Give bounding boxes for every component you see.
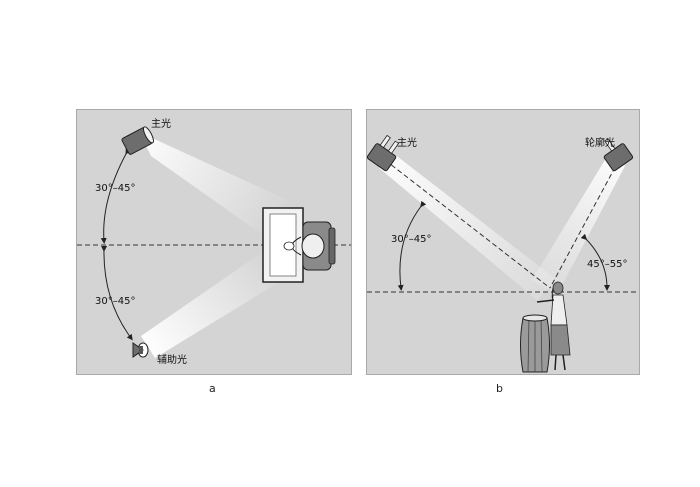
diagram-panel-a: 主光 30°–45° 30°–45° 辅助光 xyxy=(76,109,352,375)
key-light-lamp-icon xyxy=(367,134,400,172)
performer-icon xyxy=(536,281,571,371)
desk-and-person-icon xyxy=(262,207,336,283)
drum-icon xyxy=(520,314,550,373)
lower-angle-arc xyxy=(101,245,133,341)
fill-light-label: 辅助光 xyxy=(157,355,187,366)
fill-light-lamp-icon xyxy=(132,342,149,358)
rim-light-direction xyxy=(549,159,620,289)
diagram-panel-b: 主光 轮廓光 30°–45° 45°–55° xyxy=(366,109,640,375)
key-light-lamp-icon xyxy=(121,126,154,155)
rim-light-label: 轮廓光 xyxy=(585,138,615,149)
rim-light-beam xyxy=(532,150,625,295)
left-angle-arc xyxy=(397,200,427,291)
caption-b: b xyxy=(496,382,503,395)
key-light-label: 主光 xyxy=(397,138,417,149)
upper-angle-label: 30°–45° xyxy=(95,183,136,194)
right-angle-label: 45°–55° xyxy=(587,259,628,270)
right-angle-arc xyxy=(580,233,610,291)
lower-angle-label: 30°–45° xyxy=(95,296,136,307)
key-light-direction xyxy=(384,159,551,289)
left-angle-label: 30°–45° xyxy=(391,234,432,245)
key-light-label: 主光 xyxy=(151,119,171,130)
upper-angle-arc xyxy=(100,147,132,244)
panel-b-drawing xyxy=(367,134,639,373)
panel-a-drawing xyxy=(77,126,351,358)
caption-a: a xyxy=(209,382,216,395)
rim-light-lamp-icon xyxy=(603,138,634,172)
